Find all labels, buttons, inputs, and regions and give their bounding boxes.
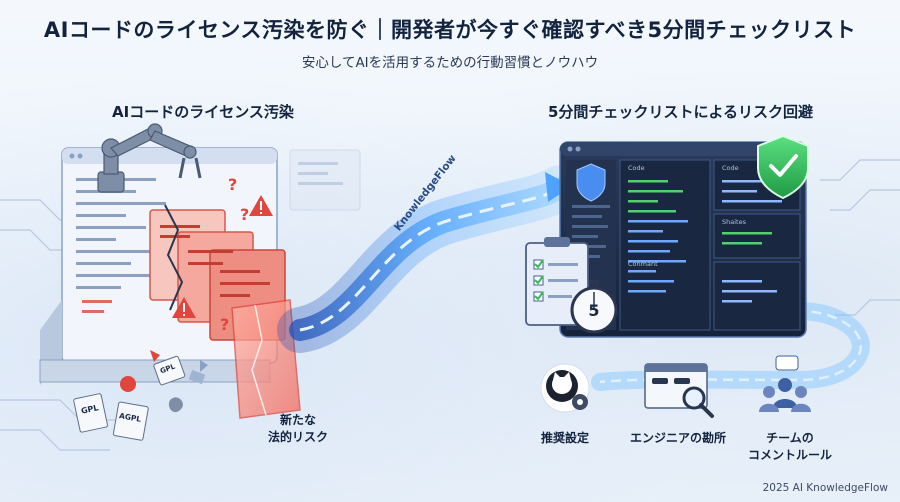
security-check-shield-icon [757,134,809,200]
svg-text:?: ? [220,315,229,334]
warning-icon [172,195,273,318]
checklist-dashboard-panel: Code Code Shaites Conmant [559,141,807,338]
recommended-settings-label: 推奨設定 [540,431,589,445]
background-monitor-left [289,149,361,211]
robot-arm-icon [97,123,202,193]
stopwatch-value: 5 [588,301,599,320]
github-settings-icon [540,363,590,413]
license-tags [73,355,186,441]
panel-tab-3: Shaites [722,218,747,226]
code-magnifier-icon [644,363,714,418]
debris-pieces [120,350,208,392]
page-title: AIコードのライセンス汚染を防ぐ｜開発者が今すぐ確認すべき5分間チェックリスト [43,18,857,42]
left-section-heading: AIコードのライセンス汚染 [112,103,294,121]
svg-text:?: ? [228,175,237,194]
panel-tab-2: Code [722,164,739,172]
footer-copyright: 2025 AI KnowledgeFlow [762,482,888,494]
right-section-heading: 5分間チェックリストによるリスク回避 [548,103,813,121]
team-comment-rule-label: チームの コメントルール [747,431,832,462]
stopwatch-icon: 5 [570,280,618,334]
panel-tab-4: Conmant [628,260,658,268]
svg-text:?: ? [240,205,249,224]
circuit-lines-right [820,159,900,316]
page-subtitle: 安心してAIを活用するための行動習慣とノウハウ [301,55,599,71]
question-marks: ? ? ? [220,175,249,334]
panel-tab-1: Code [628,164,645,172]
engineer-insight-label: エンジニアの勘所 [629,431,726,445]
team-icon [759,355,811,412]
risk-label: 新たな 法的リスク [268,413,329,444]
